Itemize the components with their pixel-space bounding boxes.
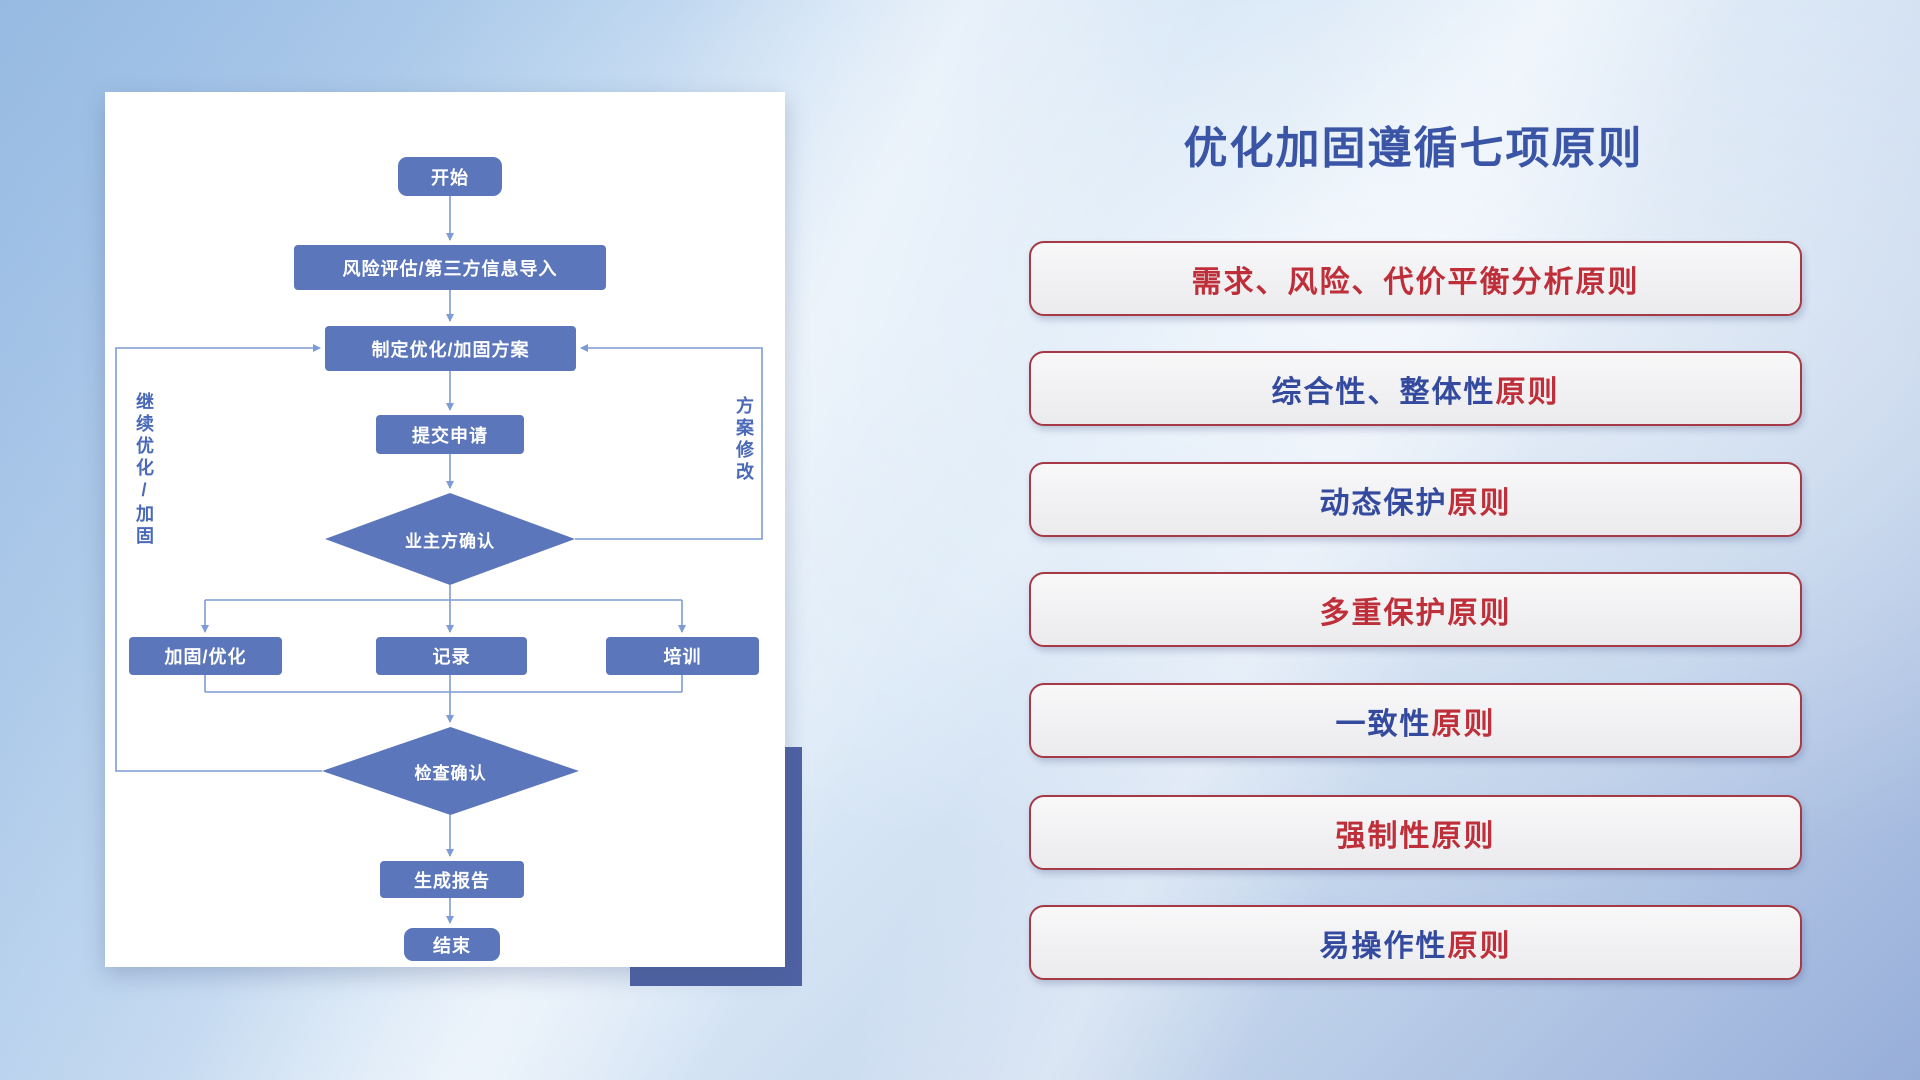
flow-loop-label-left: 继续优化/加固 bbox=[134, 392, 154, 548]
principle-1-text-red: 需求、风险、代价平衡分析原则 bbox=[1191, 265, 1640, 299]
flow-node-record-label: 记录 bbox=[432, 647, 471, 667]
flow-node-start: 开始 bbox=[398, 157, 502, 196]
principle-7-text-blue: 易操作性 bbox=[1319, 929, 1448, 963]
flow-node-submit: 提交申请 bbox=[376, 415, 524, 454]
flow-node-record: 记录 bbox=[376, 637, 527, 675]
flow-node-report-label: 生成报告 bbox=[414, 870, 490, 891]
flow-node-report: 生成报告 bbox=[380, 861, 524, 898]
flow-node-harden-optimize: 加固/优化 bbox=[129, 637, 282, 675]
principle-item-1: 需求、风险、代价平衡分析原则 bbox=[1029, 241, 1802, 316]
principle-item-6: 强制性原则 bbox=[1029, 795, 1802, 870]
flow-loop-label-right: 方案修改 bbox=[734, 396, 754, 484]
principle-6-text-red: 强制性原则 bbox=[1335, 819, 1496, 853]
principle-2-text-blue: 综合性、整体性 bbox=[1271, 375, 1496, 409]
principle-4-text-red: 多重保护原则 bbox=[1319, 596, 1512, 630]
flow-node-start-label: 开始 bbox=[431, 167, 469, 188]
principle-item-3: 动态保护原则 bbox=[1029, 462, 1802, 537]
principle-3-text-red: 原则 bbox=[1447, 486, 1512, 520]
flow-node-risk-import-label: 风险评估/第三方信息导入 bbox=[342, 258, 558, 279]
principle-item-5: 一致性原则 bbox=[1029, 683, 1802, 758]
principle-item-7: 易操作性原则 bbox=[1029, 905, 1802, 980]
principle-3-text-blue: 动态保护 bbox=[1319, 486, 1448, 520]
flow-node-risk-import: 风险评估/第三方信息导入 bbox=[294, 245, 606, 290]
principle-7-text-red: 原则 bbox=[1447, 929, 1512, 963]
principle-2-text-red: 原则 bbox=[1495, 375, 1560, 409]
principle-item-2: 综合性、整体性原则 bbox=[1029, 351, 1802, 426]
flow-node-harden-optimize-label: 加固/优化 bbox=[164, 647, 247, 667]
flow-node-owner-confirm-label: 业主方确认 bbox=[405, 531, 495, 551]
principle-item-4: 多重保护原则 bbox=[1029, 572, 1802, 647]
flow-node-make-plan-label: 制定优化/加固方案 bbox=[371, 339, 530, 360]
principle-5-text-red: 原则 bbox=[1431, 707, 1496, 741]
flow-node-end-label: 结束 bbox=[433, 935, 471, 956]
flow-node-check-confirm-label: 检查确认 bbox=[414, 763, 487, 783]
flow-node-make-plan: 制定优化/加固方案 bbox=[325, 326, 576, 371]
flow-node-end: 结束 bbox=[404, 928, 500, 961]
flow-node-training: 培训 bbox=[606, 637, 759, 675]
flow-node-training-label: 培训 bbox=[663, 647, 702, 667]
page-title: 优化加固遵循七项原则 bbox=[1183, 124, 1644, 173]
flowchart-connectors bbox=[115, 196, 763, 924]
principle-5-text-blue: 一致性 bbox=[1335, 707, 1432, 741]
flow-node-submit-label: 提交申请 bbox=[412, 425, 488, 446]
flowchart-card: 开始 风险评估/第三方信息导入 制定优化/加固方案 提交申请 业主方确认 加固/… bbox=[105, 92, 785, 967]
